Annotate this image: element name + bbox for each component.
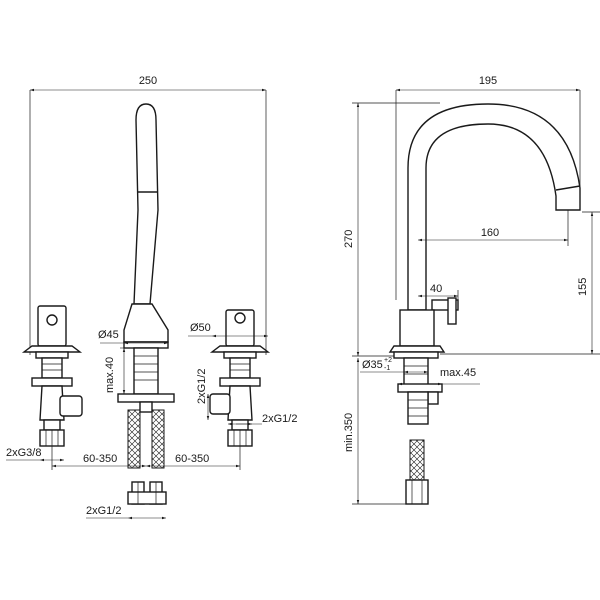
- label-250: 250: [139, 75, 157, 87]
- dim-max-40: max.40: [104, 347, 134, 395]
- label-min-350: min.350: [343, 413, 355, 452]
- label-dia-50: Ø50: [190, 322, 211, 334]
- dim-g38: 2xG3/8: [6, 447, 64, 462]
- dim-max-45: max.45: [398, 367, 480, 386]
- label-dia-35: Ø35: [362, 359, 383, 371]
- right-valve: [209, 309, 271, 447]
- dim-spacings: 60-350 60-350: [51, 446, 241, 470]
- label-155: 155: [577, 278, 589, 296]
- dim-width-250: 250: [29, 75, 267, 355]
- dim-height-270: 270: [343, 102, 440, 357]
- label-max-45: max.45: [440, 367, 476, 379]
- dim-g12-vertical: 2xG1/2: [196, 369, 210, 420]
- label-spacing-left: 60-350: [83, 453, 117, 465]
- label-195: 195: [479, 75, 497, 87]
- dim-dia-45: Ø45: [98, 329, 168, 345]
- label-g38: 2xG3/8: [6, 447, 41, 459]
- dim-dia-35: Ø35 +2 -1: [360, 357, 428, 374]
- dim-dia-50: Ø50: [188, 322, 268, 338]
- dim-reach-160: 160: [418, 210, 569, 246]
- spout-front: [117, 103, 175, 505]
- label-tol-minus: -1: [384, 365, 390, 372]
- label-g12-vertical: 2xG1/2: [196, 369, 208, 404]
- dim-offset-40: 40: [418, 283, 459, 300]
- dim-height-155: 155: [440, 211, 600, 355]
- spout-side: [388, 103, 581, 505]
- label-g12-right: 2xG1/2: [262, 413, 297, 425]
- dim-g12-right: 2xG1/2: [228, 413, 297, 426]
- label-max-40: max.40: [104, 357, 116, 393]
- label-spacing-right: 60-350: [175, 453, 209, 465]
- label-160: 160: [481, 227, 499, 239]
- left-valve: [21, 305, 83, 447]
- label-tol-plus: +2: [384, 357, 392, 364]
- label-40: 40: [430, 283, 442, 295]
- side-view: 195 270: [343, 75, 600, 505]
- dim-width-195: 195: [395, 75, 581, 300]
- dim-g12-bottom: 2xG1/2: [86, 505, 166, 520]
- label-dia-45: Ø45: [98, 329, 119, 341]
- label-270: 270: [343, 230, 355, 248]
- front-view: 250: [6, 75, 297, 520]
- label-g12-bottom: 2xG1/2: [86, 505, 121, 517]
- dim-min-350: min.350: [343, 358, 406, 505]
